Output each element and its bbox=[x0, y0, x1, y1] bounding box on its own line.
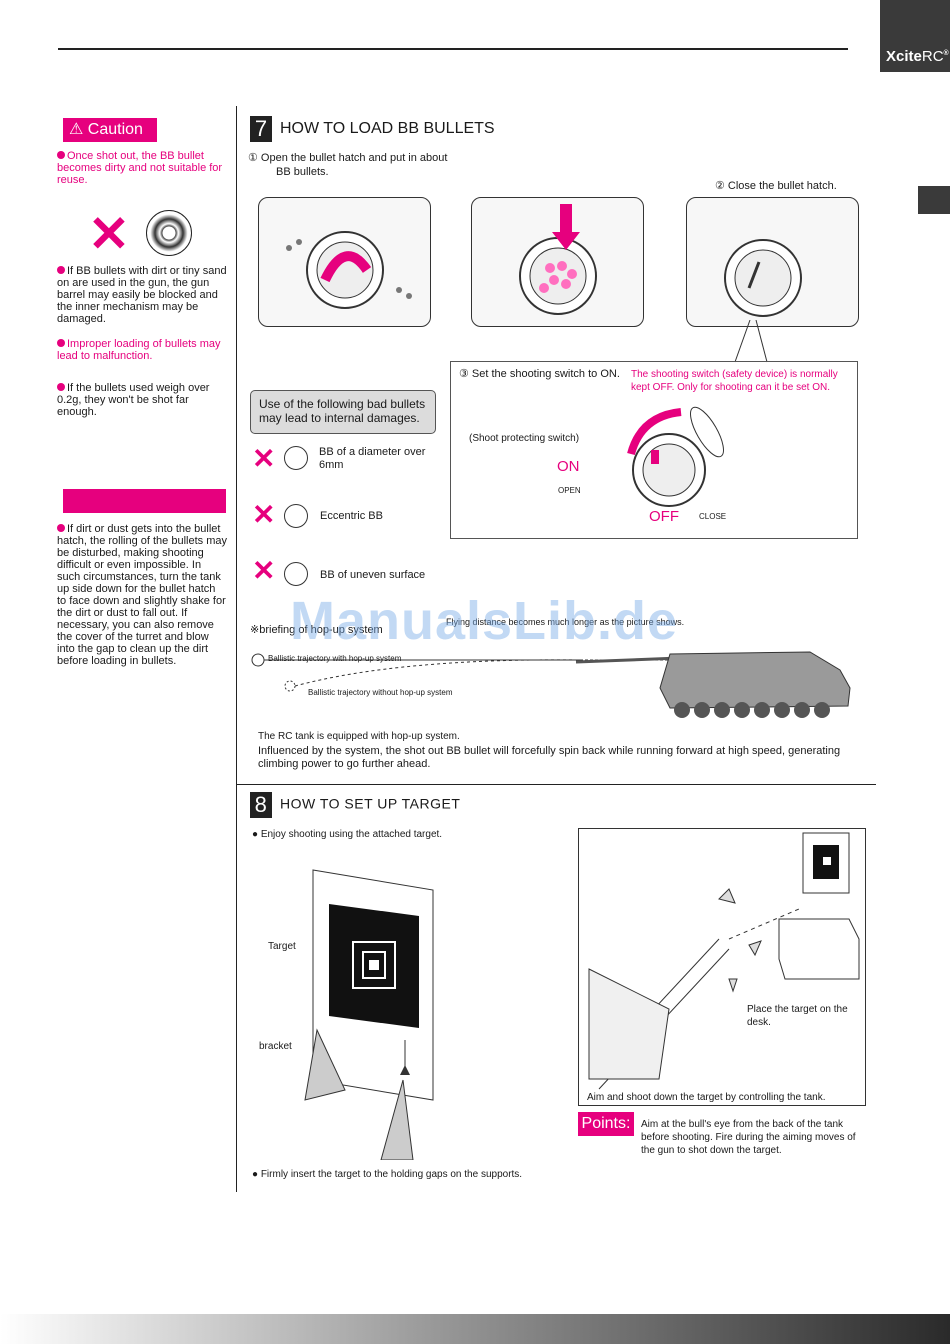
hop-up-figure bbox=[251, 651, 851, 718]
trajectory-without-hop-up: Ballistic trajectory without hop-up syst… bbox=[308, 688, 453, 697]
caution-note-5: If dirt or dust gets into the bullet hat… bbox=[57, 523, 227, 667]
chapter-tab bbox=[918, 186, 950, 214]
step-3-text: ③ Set the shooting switch to ON. bbox=[459, 368, 620, 380]
hatch-open-figure bbox=[258, 197, 431, 327]
hatch-load-figure bbox=[471, 197, 644, 327]
hatch-load-svg bbox=[519, 204, 597, 315]
caution-note-2: If BB bullets with dirt or tiny sand on … bbox=[57, 265, 227, 325]
large-bb-icon bbox=[284, 446, 308, 470]
hatch-closed-svg bbox=[724, 239, 802, 317]
bad-bullet-x-icon-3: ✕ bbox=[252, 555, 276, 586]
hatch-open-svg bbox=[286, 231, 412, 309]
points-badge: Points: bbox=[578, 1112, 634, 1136]
bad-bullet-x-icon-1: ✕ bbox=[252, 443, 276, 474]
bad-bullet-2-text: Eccentric BB bbox=[320, 510, 383, 522]
step-2-text: ② Close the bullet hatch. bbox=[715, 180, 837, 192]
step-1-text: ① Open the bullet hatch and put in about bbox=[248, 152, 448, 164]
aim-note: Aim and shoot down the target by control… bbox=[587, 1092, 826, 1103]
bad-bullet-1-text: BB of a diameter over 6mm bbox=[319, 446, 426, 471]
bracket-label: bracket bbox=[259, 1041, 292, 1052]
aim-figure-svg bbox=[588, 832, 860, 1090]
bad-bullet-3-text: BB of uneven surface bbox=[320, 569, 426, 581]
prohibited-x-icon: ✕ bbox=[88, 206, 130, 262]
bad-bullets-warning: Use of the following bad bullets may lea… bbox=[250, 390, 436, 434]
uneven-bb-icon bbox=[284, 562, 308, 586]
shoot-switch-figure bbox=[627, 406, 724, 507]
hop-up-briefing: ※briefing of hop-up system bbox=[250, 624, 383, 636]
eccentric-bb-icon bbox=[284, 504, 308, 528]
dirty-bullet-icon bbox=[146, 210, 192, 256]
desk-note: Place the target on the desk. bbox=[747, 1004, 848, 1028]
caution-badge: ⚠ Caution bbox=[63, 118, 157, 142]
target-label: Target bbox=[268, 941, 296, 952]
step-3-box: ③ Set the shooting switch to ON. The sho… bbox=[450, 361, 858, 539]
enjoy-note: ● Enjoy shooting using the attached targ… bbox=[252, 829, 443, 840]
brand-logo: XciteRC® bbox=[880, 0, 950, 72]
column-divider bbox=[236, 106, 237, 1192]
trajectory-with-hop-up: Ballistic trajectory with hop-up system bbox=[268, 654, 402, 663]
caution-note-3: Improper loading of bullets may lead to … bbox=[57, 338, 221, 362]
close-label: CLOSE bbox=[699, 512, 727, 521]
caution-note-4: If the bullets used weigh over 0.2g, the… bbox=[57, 382, 210, 418]
insert-note: ● Firmly insert the target to the holdin… bbox=[252, 1169, 523, 1180]
open-label: OPEN bbox=[558, 486, 581, 495]
bad-bullet-x-icon-2: ✕ bbox=[252, 499, 276, 530]
off-label: OFF bbox=[649, 508, 679, 525]
section-divider bbox=[236, 784, 876, 785]
top-rule bbox=[58, 48, 848, 50]
footer-gradient-bar bbox=[0, 1314, 950, 1344]
target-assembly-figure bbox=[304, 869, 434, 1160]
watermark: ManualsLib.de bbox=[290, 591, 679, 651]
aim-figure-box: Place the target on the desk. Aim and sh… bbox=[578, 828, 866, 1106]
caution-note-1: Once shot out, the BB bullet becomes dir… bbox=[57, 150, 223, 186]
step-1-text-cont: BB bullets. bbox=[276, 166, 329, 178]
notice-bar bbox=[63, 489, 226, 513]
hop-up-line-1: The RC tank is equipped with hop-up syst… bbox=[258, 731, 460, 742]
callout-lines bbox=[734, 320, 768, 363]
flying-distance-note: Flying distance becomes much longer as t… bbox=[446, 617, 685, 627]
hatch-closed-figure bbox=[686, 197, 859, 327]
hop-up-line-2: Influenced by the system, the shot out B… bbox=[258, 745, 841, 770]
warning-triangle-icon: ⚠ bbox=[69, 121, 84, 138]
safety-note: The shooting switch (safety device) is n… bbox=[631, 369, 838, 393]
on-label: ON bbox=[557, 458, 580, 475]
switch-label: (Shoot protecting switch) bbox=[469, 433, 580, 444]
points-text: Aim at the bull's eye from the back of t… bbox=[641, 1119, 856, 1156]
